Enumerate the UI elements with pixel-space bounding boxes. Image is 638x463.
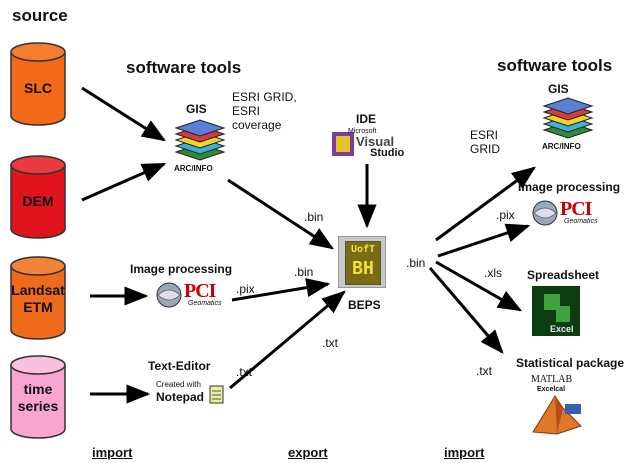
globe-icon xyxy=(532,200,558,226)
studio-text: Studio xyxy=(370,147,405,159)
visual-text: Visual xyxy=(356,134,395,149)
notepad-text: Notepad xyxy=(156,390,204,404)
gis-formats-right: ESRI GRID xyxy=(470,128,500,156)
matlab-text: MATLAB xyxy=(531,374,573,385)
source-cylinder-slc: SLC xyxy=(8,42,68,126)
edge-label-pix-right: .pix xyxy=(496,208,515,222)
source-label: Landsat ETM xyxy=(11,282,65,315)
source-cylinder-landsat: Landsat ETM xyxy=(8,256,68,340)
edge-label-bin-gis: .bin xyxy=(304,210,324,224)
pci-text: PCI xyxy=(184,280,216,302)
gis-title-left: GIS xyxy=(186,102,207,116)
source-heading: source xyxy=(12,6,68,25)
footer-export: export xyxy=(288,445,328,460)
text-editor-title: Text-Editor xyxy=(148,359,211,373)
edge-label-txt-right: .txt xyxy=(476,364,493,378)
visual-studio-logo: Microsoft Visual Studio xyxy=(330,128,412,162)
image-processing-title-right: Image processing xyxy=(518,180,621,194)
visual-studio-icon xyxy=(332,132,354,156)
ide-title: IDE xyxy=(356,112,377,126)
beps-bh-text: BH xyxy=(352,258,374,279)
arrow-beps-excel xyxy=(435,260,523,312)
arrow-beps-matlab xyxy=(428,267,504,354)
source-cylinder-time-series: time series xyxy=(8,355,68,439)
image-processing-title-left: Image processing xyxy=(130,262,233,276)
arcinfo-layers-icon xyxy=(174,119,226,161)
pci-logo-right: PCI Geomatics xyxy=(530,198,602,234)
matlab-logo: MATLAB Excelcal xyxy=(527,374,587,438)
excel-text: Excel xyxy=(550,324,574,334)
source-label: SLC xyxy=(24,80,52,96)
globe-icon xyxy=(156,282,182,308)
arcinfo-logo-left: ARC/INFO xyxy=(170,118,228,180)
beps-logo: UofT BH xyxy=(338,236,386,288)
software-tools-heading-right: software tools xyxy=(497,56,613,75)
geomatics-text: Geomatics xyxy=(564,218,598,225)
edge-label-xls: .xls xyxy=(484,266,502,280)
footer-import-left: import xyxy=(92,445,133,460)
pci-text: PCI xyxy=(560,198,592,220)
excel-logo: Excel xyxy=(530,284,582,340)
gis-title-right: GIS xyxy=(548,82,569,96)
spreadsheet-title: Spreadsheet xyxy=(527,268,600,282)
edge-label-txt-center: .txt xyxy=(322,336,339,350)
edge-label-bin-pci: .bin xyxy=(294,265,314,279)
footer-import-right: import xyxy=(444,445,485,460)
arrow-beps-pci xyxy=(437,223,531,258)
arcinfo-text: ARC/INFO xyxy=(174,164,213,173)
excel-icon xyxy=(532,286,580,336)
edge-label-pix-left: .pix xyxy=(236,282,255,296)
arrow-pci-beps xyxy=(231,278,331,302)
arcinfo-logo-right: ARC/INFO xyxy=(538,96,596,158)
arrow-dem-gis xyxy=(81,162,167,202)
beps-uoft-text: UofT xyxy=(350,244,376,255)
beps-chip-icon: UofT BH xyxy=(345,241,381,285)
source-cylinder-dem: DEM xyxy=(8,155,68,239)
edge-label-txt-left: .txt xyxy=(236,365,253,379)
gis-formats-left: ESRI GRID, ESRI coverage xyxy=(232,90,297,132)
geomatics-text: Geomatics xyxy=(188,300,222,307)
notepad-icon xyxy=(209,385,224,404)
arrow-gis-beps xyxy=(227,178,335,250)
source-label: time series xyxy=(17,381,59,414)
statistical-package-title: Statistical package xyxy=(516,356,625,370)
excelcal-text: Excelcal xyxy=(537,386,566,393)
notepad-logo: Created with Notepad xyxy=(156,380,226,410)
edge-label-bin-out: .bin xyxy=(406,256,426,270)
arrow-slc-gis xyxy=(81,86,167,142)
arrow-notepad-beps xyxy=(229,290,346,390)
beps-title: BEPS xyxy=(348,298,381,312)
arrow-beps-gis xyxy=(435,166,536,242)
microsoft-text: Microsoft xyxy=(348,128,377,135)
created-with-text: Created with xyxy=(156,380,201,389)
source-label: DEM xyxy=(22,193,54,209)
software-tools-heading-left: software tools xyxy=(126,58,242,77)
matlab-surface-icon xyxy=(532,395,582,435)
pci-logo-left: PCI Geomatics xyxy=(154,280,226,316)
arcinfo-text: ARC/INFO xyxy=(542,142,581,151)
arcinfo-layers-icon xyxy=(542,97,594,139)
